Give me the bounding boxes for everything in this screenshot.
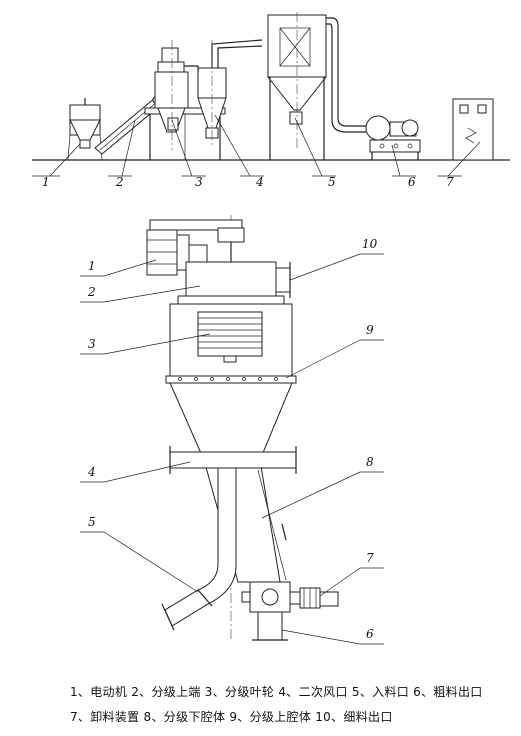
top-callout-6: 6 — [408, 175, 416, 189]
coarse-material-outlet — [252, 611, 288, 641]
feed-hopper — [67, 98, 103, 161]
inner-guide — [257, 469, 287, 581]
discharge-device — [241, 581, 339, 613]
fine-material-outlet — [275, 262, 291, 298]
top-callout-3: 3 — [195, 175, 203, 189]
legend-line-1: 1、电动机 2、分级上端 3、分级叶轮 4、二次风口 5、入料口 6、粗料出口 — [70, 685, 483, 699]
top-leader-lines — [32, 114, 481, 177]
classifier-callout-7: 7 — [366, 551, 374, 565]
classifier-callout-5: 5 — [88, 515, 96, 529]
bag-filter — [266, 12, 328, 160]
legend-line-2: 7、卸料装置 8、分级下腔体 9、分级上腔体 10、细料出口 — [70, 710, 393, 724]
inclined-conveyor — [94, 95, 163, 155]
classifier-upper-end — [177, 261, 285, 305]
induced-draft-fan — [365, 115, 421, 160]
belt-drive — [149, 219, 245, 262]
classifier-impeller — [197, 311, 263, 363]
air-duct — [326, 17, 366, 133]
top-callout-7: 7 — [446, 175, 454, 189]
control-cabinet — [452, 98, 494, 161]
classifier-leader-lines — [80, 253, 384, 645]
top-callout-5: 5 — [328, 175, 336, 189]
motor — [146, 229, 208, 276]
classifier-drawing: 1 2 3 4 5 10 9 8 7 6 — [80, 215, 384, 645]
feed-inlet — [161, 467, 237, 631]
classifier-callout-8: 8 — [366, 455, 374, 469]
top-callout-1: 1 — [42, 175, 50, 189]
classifier-callout-10: 10 — [362, 237, 378, 251]
classifier-callout-9: 9 — [366, 323, 374, 337]
cyclone — [184, 39, 263, 148]
classifier-callout-6: 6 — [366, 627, 374, 641]
classifier-callout-2: 2 — [87, 285, 96, 299]
classifier-callout-3: 3 — [88, 337, 96, 351]
top-callout-2: 2 — [115, 175, 124, 189]
classifier-callout-4: 4 — [87, 465, 96, 479]
top-callout-4: 4 — [255, 175, 264, 189]
production-line-drawing: 1 2 3 4 5 6 7 — [32, 12, 510, 189]
classifier-callout-1: 1 — [88, 259, 96, 273]
classifier-unit — [144, 40, 226, 160]
